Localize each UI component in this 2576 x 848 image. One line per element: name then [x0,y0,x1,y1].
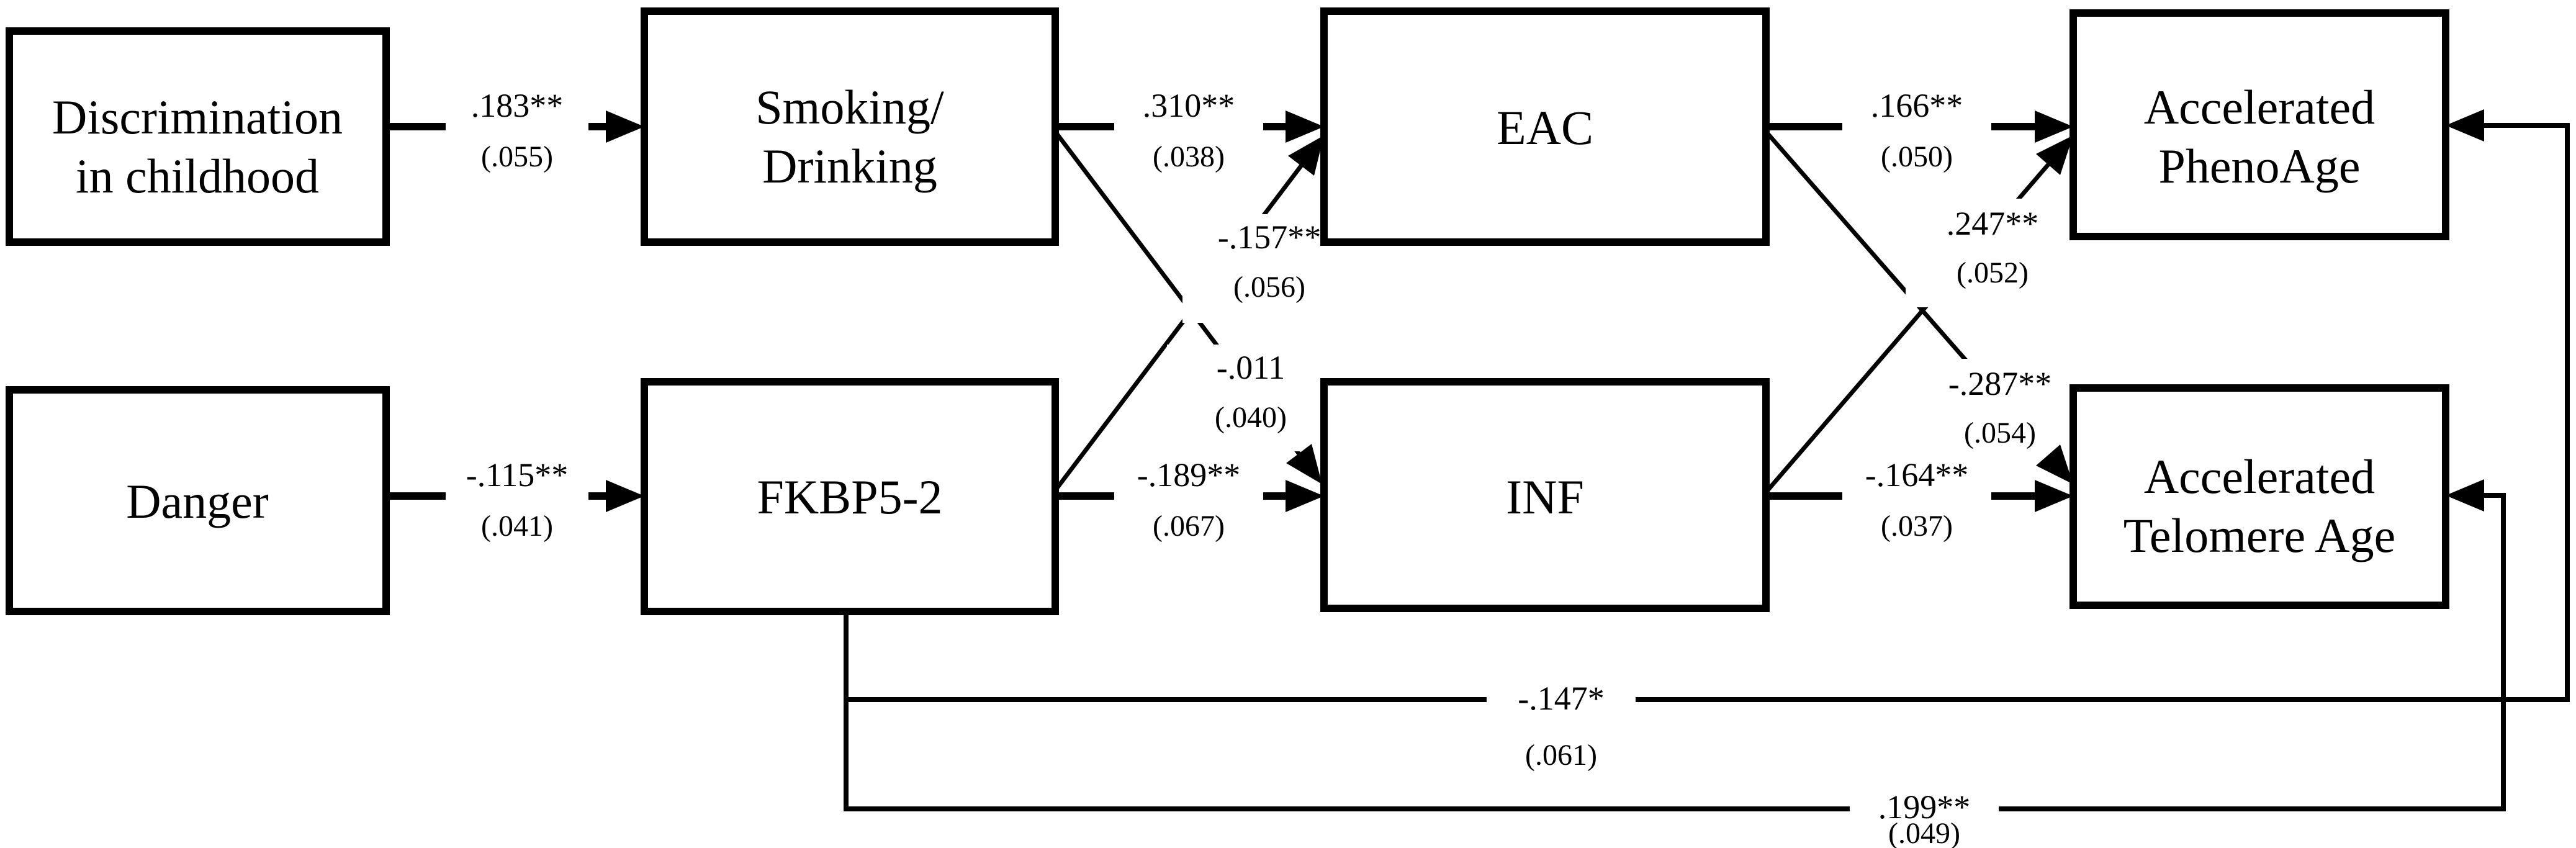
box-smoking-drinking [641,7,1059,246]
arrowhead-route-into-telomere [2446,479,2484,512]
se-inf-telomere: (.037) [1881,510,1953,543]
phenoage-label-line1: Accelerated [2144,80,2375,134]
smoking-label-line2: Drinking [762,139,937,193]
coef-smoking-inf: -.011 [1217,349,1285,386]
se-fkbp5-telomere: (.049) [1888,817,1960,848]
smoking-label-line1: Smoking/ [755,80,944,134]
se-smoking-eac: (.038) [1153,140,1225,173]
label-bg [1114,74,1263,179]
coef-discrimination-smoking: .183** [471,87,564,124]
coef-inf-telomere: -.164** [1865,456,1968,494]
label-bg [1850,773,1999,846]
arrowhead-into-smoking [606,111,644,143]
se-discrimination-smoking: (.055) [481,140,553,173]
coef-danger-fkbp5: -.115** [466,456,568,494]
label-bg [1842,74,1991,179]
coef-fkbp5-telomere: .199** [1878,788,1971,826]
telomere-label-line1: Accelerated [2144,449,2375,503]
se-eac-phenoage: (.050) [1881,140,1953,173]
box-fkbp5-2 [641,378,1059,615]
discrimination-label-line2: in childhood [76,149,319,203]
arrowhead-into-inf [1286,480,1324,512]
discrimination-label-line1: Discrimination [52,90,343,144]
label-bg [1906,199,2079,307]
se-fkbp5-phenoage: (.061) [1525,739,1597,772]
coef-eac-phenoage: .166** [1871,87,1963,124]
fkbp5-label: FKBP5-2 [757,470,942,524]
box-danger [6,386,390,615]
box-accelerated-phenoage [2069,9,2449,240]
se-inf-phenoage: (.052) [1957,256,2029,289]
arrowhead-eac-into-telomere [2036,444,2073,484]
se-smoking-inf: (.040) [1215,401,1287,434]
arrowhead-into-eac [1286,111,1324,143]
box-eac [1320,7,1770,246]
eac-label: EAC [1497,101,1593,155]
se-fkbp5-inf: (.067) [1153,510,1225,543]
box-accelerated-telomere-age [2069,384,2449,609]
coef-fkbp5-phenoage: -.147* [1518,680,1604,717]
path-fkbp5-to-phenoage-route [844,123,2570,702]
coef-inf-phenoage: .247** [1947,205,2039,242]
arrowhead-into-phenoage [2035,111,2073,143]
coef-eac-telomere: -.287** [1948,365,2051,402]
label-bg [1487,661,1636,776]
arrowhead-fkbp5-into-eac [1288,135,1324,176]
arrowhead-into-telomere [2035,480,2073,512]
se-eac-telomere: (.054) [1964,417,2036,449]
danger-label: Danger [126,474,269,528]
arrowhead-into-fkbp5 [606,480,644,512]
coef-smoking-eac: .310** [1143,87,1235,124]
label-bg [1114,443,1263,549]
label-bg [446,74,588,179]
arrowhead-inf-into-phenoage [2036,135,2073,175]
arrowhead-smoking-into-inf [1286,444,1322,484]
path-fkbp5-to-telomere-route [844,493,2506,811]
coef-fkbp5-eac: -.157** [1218,219,1321,256]
box-discrimination-in-childhood [6,27,390,246]
coef-fkbp5-inf: -.189** [1137,456,1240,494]
label-bg [446,443,588,549]
telomere-label-line2: Telomere Age [2123,508,2396,562]
arrowhead-route-into-phenoage [2446,109,2484,142]
inf-label: INF [1506,470,1584,524]
phenoage-label-line2: PhenoAge [2159,139,2361,193]
label-bg [1167,345,1335,451]
se-fkbp5-eac: (.056) [1233,271,1305,304]
se-danger-fkbp5: (.041) [481,510,553,543]
box-inf [1320,378,1770,612]
